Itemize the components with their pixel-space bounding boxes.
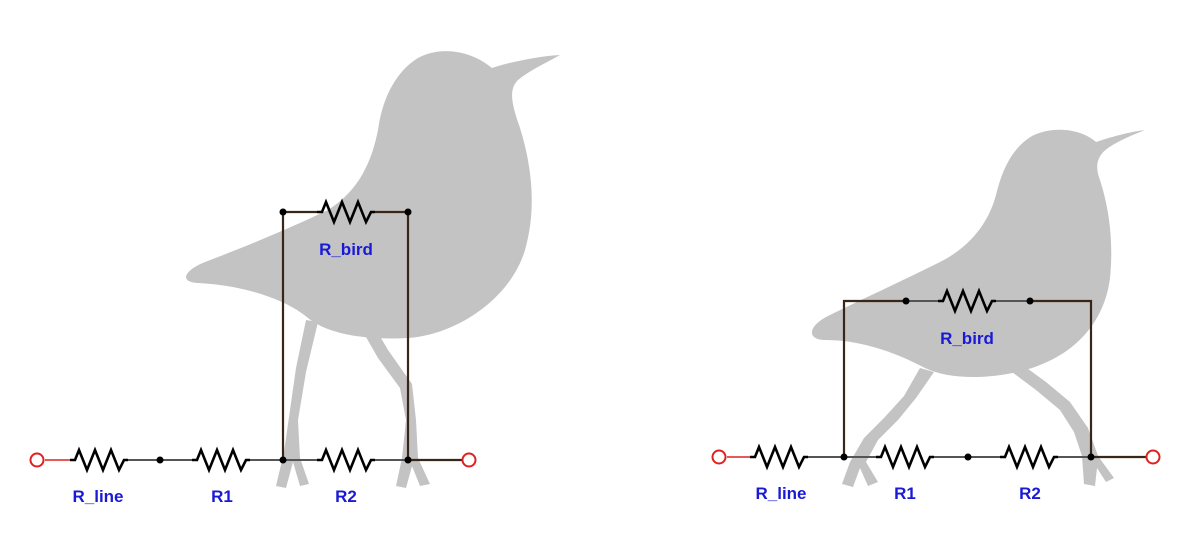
label-r1: R1 — [211, 487, 233, 506]
terminal-left — [29, 452, 45, 468]
bird-silhouette-left — [186, 51, 560, 488]
junction-node — [1026, 297, 1034, 305]
resistor-r-line-right — [750, 443, 808, 471]
junction-node — [404, 456, 412, 464]
right-circuit: R_line R1 R2 R_bird — [711, 129, 1161, 503]
label-r-line: R_line — [72, 487, 123, 506]
label-r1: R1 — [894, 484, 916, 503]
junction-node — [902, 297, 910, 305]
junction-node — [1087, 453, 1095, 461]
resistor-r-line-left — [70, 446, 128, 474]
terminal-left — [711, 449, 727, 465]
terminal-right — [461, 452, 477, 468]
label-r2: R2 — [1019, 484, 1041, 503]
junction-node — [404, 208, 412, 216]
label-r-bird: R_bird — [319, 240, 373, 259]
bird-silhouette-right — [811, 129, 1145, 487]
resistor-r2-right — [1000, 443, 1058, 471]
junction-node — [964, 453, 972, 461]
resistor-r2-left — [317, 446, 375, 474]
label-r-bird: R_bird — [940, 329, 994, 348]
terminal-right — [1145, 449, 1161, 465]
resistor-r1-left — [192, 446, 250, 474]
resistor-r-bird-left — [317, 198, 375, 226]
junction-node — [279, 456, 287, 464]
junction-node — [279, 208, 287, 216]
label-r2: R2 — [335, 487, 357, 506]
junction-node — [156, 456, 164, 464]
resistor-r1-right — [876, 443, 934, 471]
label-r-line: R_line — [755, 484, 806, 503]
resistor-r-bird-right — [938, 287, 996, 315]
junction-node — [840, 453, 848, 461]
left-circuit: R_line R1 R2 R_bird — [29, 51, 560, 506]
